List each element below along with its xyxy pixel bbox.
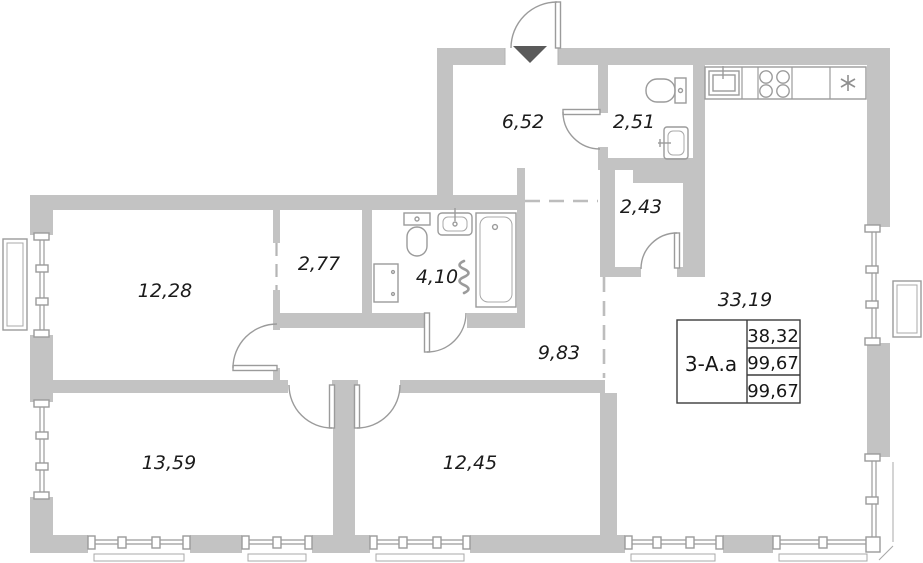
apartment-stamp: 3-А.а 38,32 99,67 99,67 [676,319,801,404]
window-bottom-2 [241,535,313,562]
balcony-rail-left [2,238,28,331]
washing-machine-icon [373,263,399,303]
bathroom-sink-icon [437,208,473,236]
corner-window [772,453,894,562]
room-area-label-kitchen-living: 33,19 [718,289,772,311]
room-area-label-wc: 2,51 [613,111,655,133]
bathroom-fixtures [373,208,517,308]
wc-toilet-icon [645,77,687,104]
bathroom-toilet-icon [403,212,431,257]
entrance-direction-marker [513,46,547,63]
door-bathroom [423,312,467,353]
stamp-living-area: 38,32 [747,326,799,347]
room-area-label-bathroom: 4,10 [416,266,458,288]
windows [2,224,922,562]
room-area-label-bedroom-2: 13,59 [142,452,196,474]
door-bedroom-1 [232,323,278,372]
room-area-label-bedroom-1: 12,28 [138,280,192,302]
room-area-label-wardrobe: 2,77 [298,253,340,275]
open-plan-dashes [275,199,606,378]
room-area-label-corridor: 9,83 [538,342,580,364]
window-bottom-3 [369,535,471,562]
balcony-rail-right [892,280,922,338]
window-bottom-4 [624,535,724,562]
window-bottom-1 [87,535,191,562]
walls [30,48,890,553]
door-bedroom-2 [288,384,336,429]
entrance-door [504,1,562,65]
entrance-door-arc [510,1,558,49]
kitchen-counter [704,66,867,100]
window-left-bedroom-2 [33,399,50,500]
stove-icon [759,70,790,98]
wc-fixtures [645,77,689,160]
towel-radiator-icon [458,259,470,295]
entrance-door-leaf [554,1,562,49]
stamp-area: 99,67 [747,353,799,374]
kitchen-sink-icon [708,66,740,96]
door-vestibule [640,232,681,270]
window-left-bedroom-1 [2,232,50,338]
interior-doors [232,108,681,429]
wc-sink-icon [658,126,689,160]
door-wc [562,108,601,150]
stamp-apartment-type: 3-А.а [685,352,737,376]
room-area-label-bedroom-3: 12,45 [443,452,497,474]
stamp-total-area: 99,67 [747,381,799,402]
window-right-kitchen [864,224,922,346]
door-bedroom-3 [353,384,401,429]
bathtub-icon [475,212,517,308]
fridge-icon [840,75,856,91]
room-labels: 6,52 2,51 2,43 2,77 4,10 12,28 9,83 33,1… [138,111,772,474]
room-area-label-entrance-hall: 6,52 [502,111,544,133]
room-area-label-vestibule: 2,43 [620,196,662,218]
